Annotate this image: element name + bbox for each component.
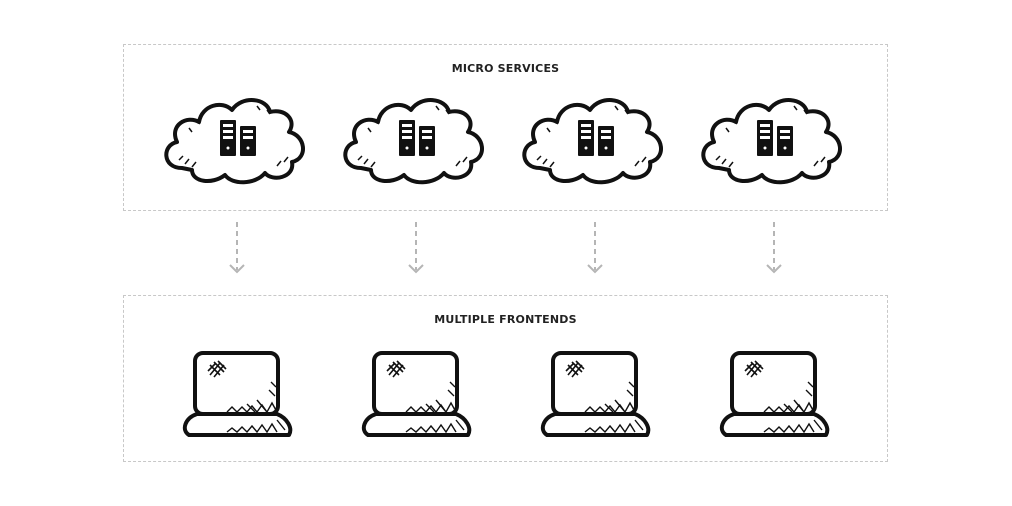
laptop-icon xyxy=(540,351,651,437)
laptop-icon xyxy=(719,351,830,437)
frontends-title: MULTIPLE FRONTENDS xyxy=(434,313,577,326)
micro-services-group: MICRO SERVICES xyxy=(123,44,888,211)
laptop-icon xyxy=(361,351,472,437)
dashed-arrow xyxy=(229,222,245,274)
dashed-arrow xyxy=(408,222,424,274)
dashed-arrow xyxy=(587,222,603,274)
laptop-icon xyxy=(182,351,293,437)
cloud-server-icon xyxy=(343,98,485,185)
arrow-head-icon xyxy=(408,264,424,274)
cloud-server-icon xyxy=(164,98,306,185)
frontends-group: MULTIPLE FRONTENDS xyxy=(123,295,888,462)
arrow-head-icon xyxy=(229,264,245,274)
micro-services-title: MICRO SERVICES xyxy=(451,62,560,75)
cloud-server-icon xyxy=(522,98,664,185)
arrow-head-icon xyxy=(766,264,782,274)
arrow-head-icon xyxy=(587,264,603,274)
cloud-server-icon xyxy=(701,98,843,185)
dashed-arrow xyxy=(766,222,782,274)
